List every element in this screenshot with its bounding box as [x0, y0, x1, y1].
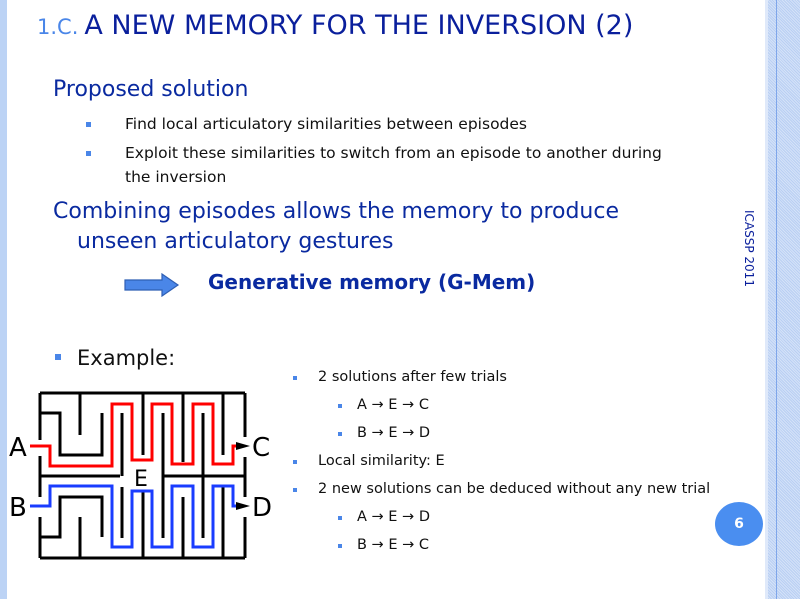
bullet-icon — [338, 404, 342, 408]
example-point: A → E → C — [357, 397, 429, 413]
bullet-icon — [86, 122, 91, 127]
maze-figure: A B C D E — [9, 391, 272, 560]
example-point: B → E → C — [357, 537, 429, 553]
example-label: Example: — [77, 346, 176, 370]
bullet-icon — [338, 516, 342, 520]
bullet-text: Exploit these similarities to switch fro… — [125, 144, 662, 162]
bullet-icon — [338, 544, 342, 548]
band-line — [776, 0, 777, 599]
combining-line2: unseen articulatory gestures — [77, 229, 394, 254]
example-point: 2 solutions after few trials — [318, 369, 507, 385]
red-path — [30, 402, 240, 468]
example-point: Local similarity: E — [318, 453, 445, 469]
arrow-d-icon — [236, 502, 250, 510]
right-arrow-icon — [124, 273, 180, 297]
generative-memory-label: Generative memory (G-Mem) — [208, 270, 536, 294]
bullet-icon — [293, 460, 297, 464]
maze-label-e: E — [134, 467, 148, 492]
bullet-icon — [55, 354, 61, 360]
right-decor-band — [765, 0, 800, 599]
maze-label-b: B — [9, 493, 27, 523]
left-decor-bar — [0, 0, 7, 599]
bullet-icon — [293, 488, 297, 492]
bullet-icon — [338, 432, 342, 436]
bullet-icon — [86, 151, 91, 156]
proposed-heading: Proposed solution — [53, 77, 249, 102]
maze-walls — [38, 391, 247, 560]
example-point: A → E → D — [357, 509, 430, 525]
example-point: 2 new solutions can be deduced without a… — [318, 481, 711, 497]
slide-title: 1.C.A NEW MEMORY FOR THE INVERSION (2) — [37, 10, 633, 41]
combining-line1: Combining episodes allows the memory to … — [53, 199, 620, 224]
blue-path — [30, 484, 240, 549]
page-number-badge: 6 — [715, 502, 763, 546]
maze-label-c: C — [252, 433, 270, 463]
title-text: A NEW MEMORY FOR THE INVERSION (2) — [84, 10, 634, 41]
maze-label-a: A — [9, 433, 27, 463]
bullet-text: the inversion — [125, 168, 227, 186]
maze-label-d: D — [252, 493, 272, 523]
bullet-text: Find local articulatory similarities bet… — [125, 115, 528, 133]
arrow-c-icon — [236, 442, 250, 450]
section-number: 1.C. — [37, 15, 79, 39]
example-point: B → E → D — [357, 425, 431, 441]
bullet-icon — [293, 376, 297, 380]
conference-label: ICASSP 2011 — [742, 210, 756, 287]
